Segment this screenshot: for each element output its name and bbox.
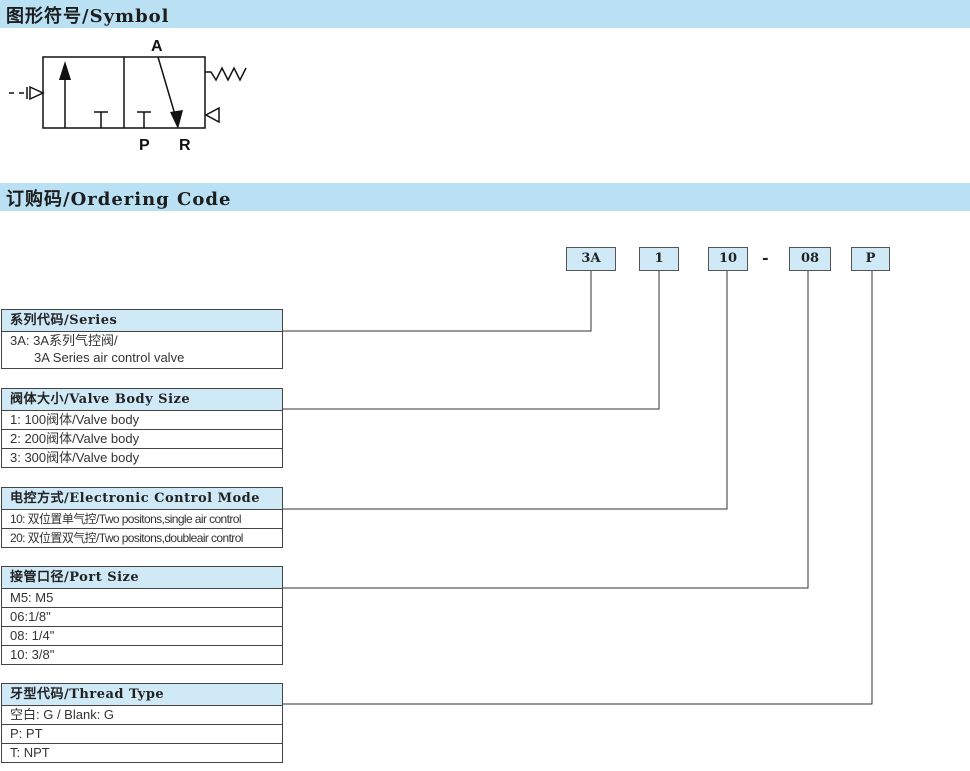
- port-a-label: A: [151, 38, 163, 55]
- series-row-line1: 3A: 3A系列气控阀/: [10, 333, 118, 348]
- port-r-label: R: [179, 137, 191, 154]
- series-table-header: 系列代码/Series: [2, 310, 282, 332]
- body-size-row: 1: 100阀体/Valve body: [2, 411, 282, 430]
- thread-type-table: 牙型代码/Thread Type 空白: G / Blank: G P: PT …: [1, 683, 283, 763]
- port-size-table: 接管口径/Port Size M5: M5 06:1/8" 08: 1/4" 1…: [1, 566, 283, 665]
- control-mode-table: 电控方式/Electronic Control Mode 10: 双位置单气控/…: [1, 487, 283, 548]
- connector-thread: [281, 269, 873, 705]
- body-size-row: 2: 200阀体/Valve body: [2, 430, 282, 449]
- code-box-thread: P: [851, 247, 890, 271]
- port-p-label: P: [139, 137, 150, 154]
- symbol-section-band: 图形符号/Symbol: [0, 0, 970, 28]
- connector-series: [281, 269, 592, 332]
- valve-symbol-diagram: A P R: [9, 38, 247, 154]
- body-size-table-header: 阀体大小/Valve Body Size: [2, 389, 282, 411]
- ordering-section-band: 订购码/Ordering Code: [0, 183, 970, 211]
- body-size-table: 阀体大小/Valve Body Size 1: 100阀体/Valve body…: [1, 388, 283, 468]
- control-mode-table-header: 电控方式/Electronic Control Mode: [2, 488, 282, 510]
- port-size-table-header: 接管口径/Port Size: [2, 567, 282, 589]
- control-mode-row: 10: 双位置单气控/Two positons,single air contr…: [2, 510, 282, 529]
- thread-type-row: 空白: G / Blank: G: [2, 706, 282, 725]
- code-box-series: 3A: [566, 247, 616, 271]
- pilot-triangle-right: [204, 106, 220, 124]
- series-row-line2: 3A Series air control valve: [34, 350, 185, 365]
- arrow-diagonal-icon: [170, 110, 183, 129]
- series-table: 系列代码/Series 3A: 3A系列气控阀/ 3A Series air c…: [1, 309, 283, 369]
- connector-control: [281, 269, 728, 510]
- connector-body: [281, 269, 660, 410]
- ordering-section-title: 订购码/Ordering Code: [6, 189, 232, 210]
- spring-icon: [205, 66, 247, 82]
- arrow-up-icon: [59, 61, 71, 80]
- symbol-section-title: 图形符号/Symbol: [6, 6, 170, 27]
- code-box-body: 1: [639, 247, 679, 271]
- thread-type-row: P: PT: [2, 725, 282, 744]
- port-size-row: 06:1/8": [2, 608, 282, 627]
- flow-line-diagonal: [157, 56, 177, 119]
- control-mode-row: 20: 双位置双气控/Two positons,doubleair contro…: [2, 529, 282, 548]
- port-size-row: M5: M5: [2, 589, 282, 608]
- code-dash: -: [762, 248, 769, 267]
- code-box-port: 08: [789, 247, 831, 271]
- thread-type-row: T: NPT: [2, 744, 282, 763]
- connector-port: [281, 269, 809, 589]
- series-row: 3A: 3A系列气控阀/ 3A Series air control valve: [2, 332, 282, 369]
- code-box-control: 10: [708, 247, 748, 271]
- thread-type-table-header: 牙型代码/Thread Type: [2, 684, 282, 706]
- port-size-row: 08: 1/4": [2, 627, 282, 646]
- port-size-row: 10: 3/8": [2, 646, 282, 665]
- body-size-row: 3: 300阀体/Valve body: [2, 449, 282, 468]
- pilot-triangle-left: [29, 85, 45, 101]
